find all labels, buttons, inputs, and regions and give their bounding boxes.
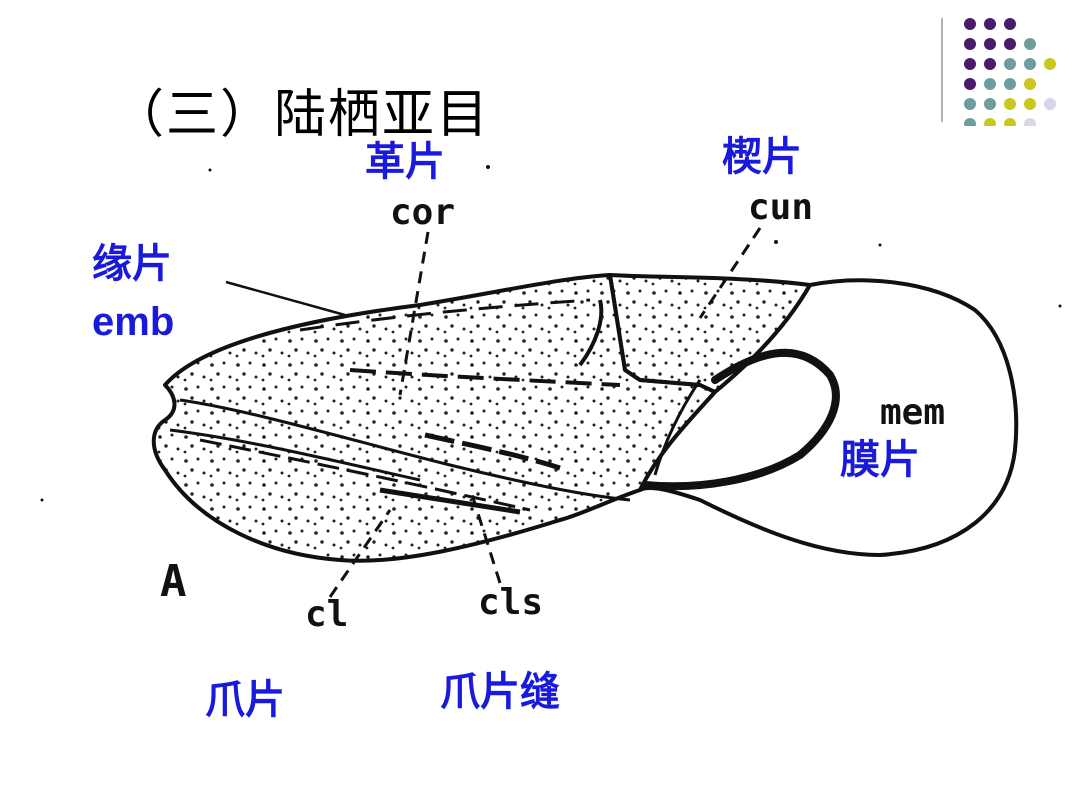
leader-cl bbox=[328, 509, 392, 598]
label-embolium-abbr: emb bbox=[92, 300, 175, 344]
label-claval-suture-abbr: cls bbox=[478, 582, 544, 623]
label-cuneus-zh: 楔片 bbox=[722, 134, 802, 180]
label-corium-zh: 革片 bbox=[365, 139, 445, 185]
label-clavus-zh: 爪片 bbox=[205, 677, 285, 723]
label-embolium-zh: 缘片 bbox=[92, 241, 172, 287]
leader-cor bbox=[398, 231, 430, 396]
wing-base-fold bbox=[179, 398, 631, 502]
decorative-dot-grid bbox=[941, 18, 1070, 140]
label-corium-abbr: cor bbox=[390, 192, 456, 233]
leader-cls bbox=[468, 487, 502, 584]
wing-corium-clavus bbox=[151, 273, 717, 563]
label-clavus-abbr: cl bbox=[305, 594, 349, 635]
figure-letter: A bbox=[160, 556, 187, 607]
leader-cun bbox=[698, 227, 762, 319]
label-membrane-abbr: mem bbox=[880, 392, 946, 433]
corium-cuneal-fracture bbox=[578, 299, 604, 367]
clavus-inner-line bbox=[379, 487, 521, 515]
corium-vein-1 bbox=[349, 368, 621, 387]
label-membrane-zh: 膜片 bbox=[840, 437, 920, 483]
corium-vein-3 bbox=[299, 298, 591, 332]
label-cuneus-abbr: cun bbox=[748, 187, 814, 228]
claval-suture bbox=[199, 438, 531, 512]
wing-base-fold-2 bbox=[169, 428, 421, 482]
label-claval-suture-zh: 爪片缝 bbox=[440, 669, 560, 715]
membrane-inner-vein bbox=[653, 379, 702, 476]
leader-emb bbox=[225, 280, 346, 317]
slide-title: （三）陆栖亚目 bbox=[112, 85, 491, 145]
corium-vein-2 bbox=[424, 432, 561, 471]
membrane-vein bbox=[641, 348, 840, 491]
